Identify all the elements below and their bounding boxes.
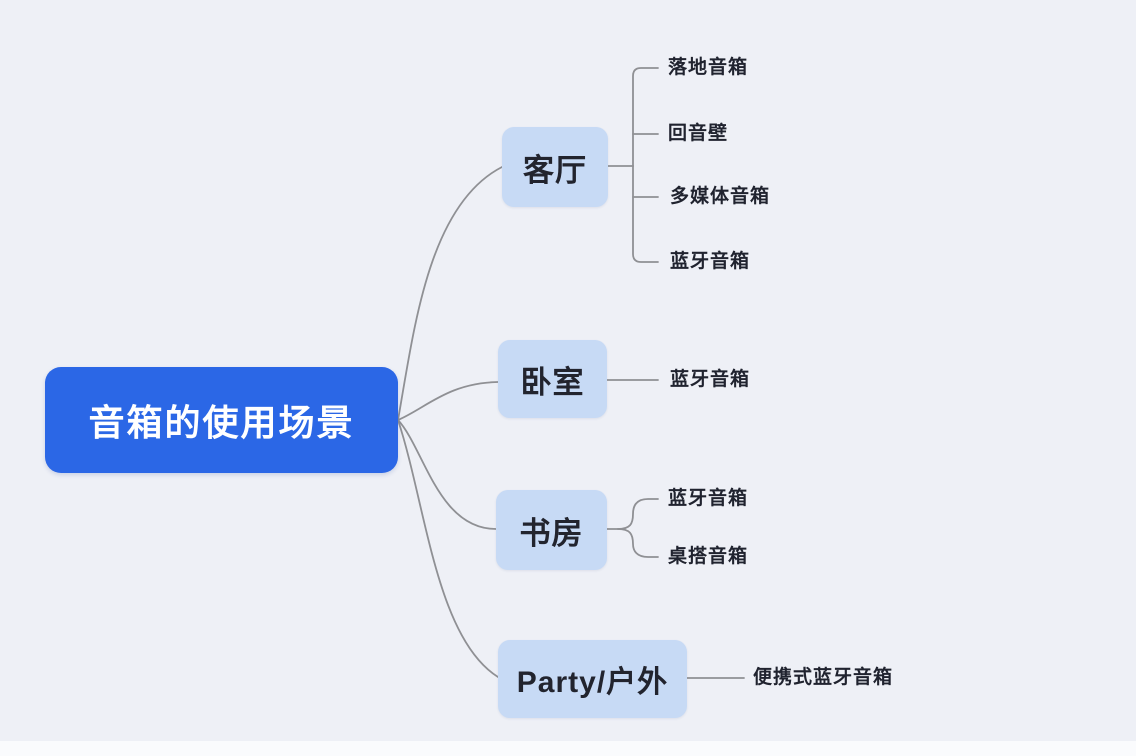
root-node-label: 音箱的使用场景	[88, 402, 355, 443]
leaf-portable-bluetooth-speaker[interactable]: 便携式蓝牙音箱	[753, 667, 894, 688]
branch-node-study[interactable]: 书房	[496, 490, 607, 570]
branch-node-label: 书房	[519, 515, 584, 551]
root-node-speaker-scenarios[interactable]: 音箱的使用场景	[45, 367, 398, 473]
edge-living-bottom	[632, 165, 659, 263]
edge-root-study	[397, 419, 497, 530]
bottom-strip	[0, 741, 1136, 756]
edge-root-living	[397, 166, 503, 421]
branch-node-living-room[interactable]: 客厅	[502, 127, 608, 207]
leaf-multimedia-speaker[interactable]: 多媒体音箱	[670, 186, 771, 207]
edge-root-party	[397, 419, 499, 678]
leaf-soundbar[interactable]: 回音壁	[668, 123, 729, 144]
edge-study-up	[617, 498, 659, 530]
branch-node-bedroom[interactable]: 卧室	[498, 340, 607, 418]
branch-node-label: 卧室	[520, 364, 585, 400]
leaf-desktop-setup-speaker[interactable]: 桌搭音箱	[668, 546, 749, 567]
leaf-bluetooth-speaker-living[interactable]: 蓝牙音箱	[670, 251, 751, 272]
branch-node-party-outdoor[interactable]: Party/户外	[498, 640, 687, 718]
leaf-bluetooth-speaker-study[interactable]: 蓝牙音箱	[668, 488, 749, 509]
edge-living-top	[632, 67, 659, 167]
branch-node-label: Party/户外	[516, 666, 669, 699]
edge-study-down	[617, 528, 659, 558]
leaf-floorstanding-speaker[interactable]: 落地音箱	[668, 57, 749, 78]
branch-node-label: 客厅	[523, 152, 587, 188]
edge-root-bedroom	[397, 381, 499, 421]
leaf-bluetooth-speaker-bedroom[interactable]: 蓝牙音箱	[670, 369, 751, 390]
